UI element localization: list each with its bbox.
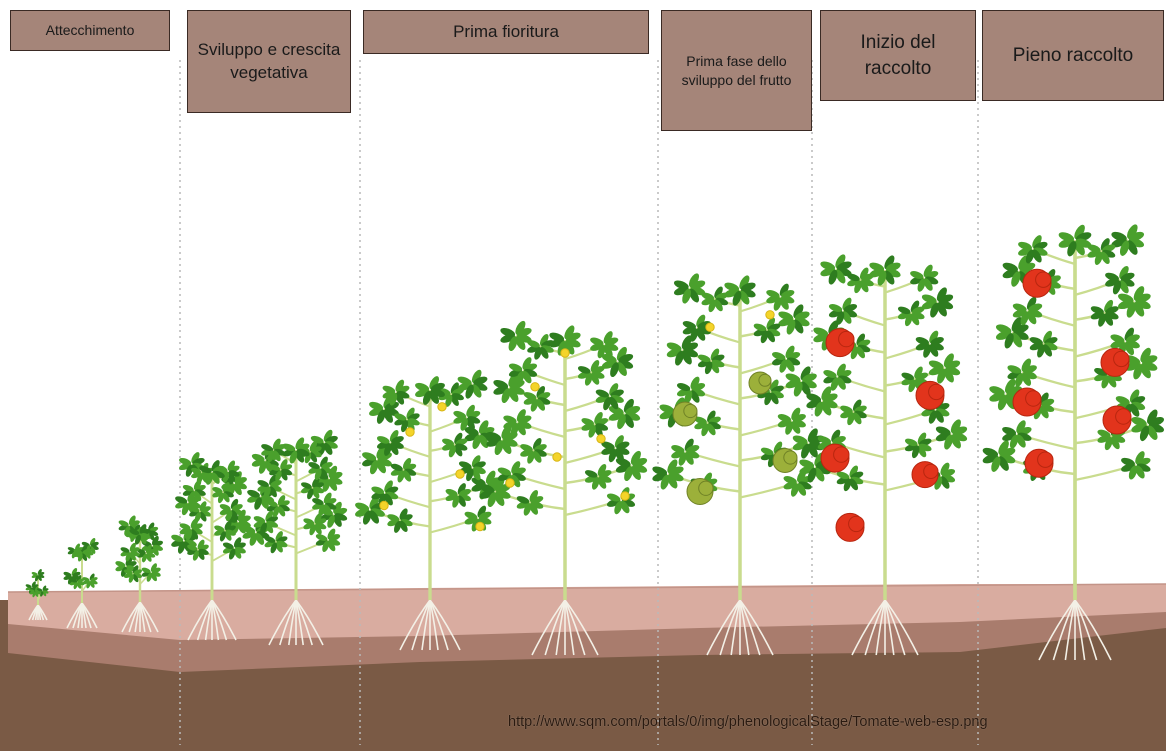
tomato-fruit-icon [924,464,938,478]
tomato-fruit-icon [1116,409,1131,424]
tomato-fruit-icon [929,384,944,399]
tomato-fruit-icon [834,447,849,462]
stage-label-prima-fase-frutto: Prima fase dello sviluppo del frutto [661,10,812,131]
tomato-fruit-icon [1038,452,1053,467]
source-url-caption: http://www.sqm.com/portals/0/img/phenolo… [508,714,1164,730]
flower-icon [531,383,539,391]
tomato-fruit-icon [699,481,713,495]
flower-icon [506,479,514,487]
flower-icon [621,492,629,500]
tomato-fruit-icon [759,374,771,386]
stage-label-sviluppo-vegetativo: Sviluppo e crescita vegetativa [187,10,351,113]
tomato-fruit-icon [1026,391,1041,406]
flower-icon [456,470,464,478]
tomato-fruit-icon [839,331,854,346]
tomato-fruit-icon [849,516,864,531]
flower-icon [476,522,484,530]
stage-label-inizio-raccolto: Inizio del raccolto [820,10,976,101]
stage-label-prima-fioritura: Prima fioritura [363,10,649,54]
flower-icon [380,501,388,509]
tomato-fruit-icon [1036,272,1051,287]
stage-label-attecchimento: Attecchimento [10,10,170,51]
flower-icon [561,349,569,357]
flower-icon [706,323,714,331]
flower-icon [597,435,605,443]
stage-label-pieno-raccolto: Pieno raccolto [982,10,1164,101]
flower-icon [766,311,774,319]
flower-icon [553,453,561,461]
tomato-fruit-icon [684,404,697,417]
flower-icon [406,428,414,436]
flower-icon [438,403,446,411]
tomato-fruit-icon [1114,351,1129,366]
tomato-fruit-icon [784,451,797,464]
